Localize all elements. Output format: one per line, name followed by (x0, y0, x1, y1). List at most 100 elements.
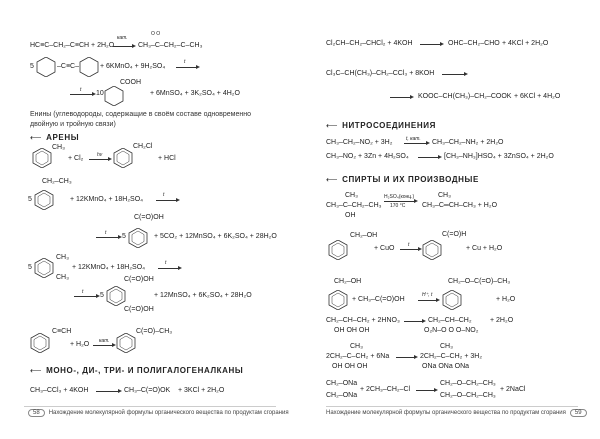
arrow-icon (93, 343, 116, 347)
arrow-icon (156, 198, 180, 202)
arrow-icon (158, 266, 182, 270)
benzene-ring-icon (34, 190, 54, 210)
eq9-rhs: CH₂–CH–CH₂ (428, 317, 472, 324)
eq11-r1: CH₂–O–CH₂–CH₃ (440, 380, 496, 387)
page-number: 58 (28, 409, 45, 417)
arrow-icon (390, 95, 414, 99)
arrow-icon (404, 141, 430, 145)
eq11-l1: CH₂–ONa (326, 380, 358, 387)
benzene-ring-icon (30, 333, 50, 353)
arrow-icon (420, 42, 444, 46)
eq11-l2: CH₂–ONa (326, 392, 358, 399)
eq6-rhs: + 5CO₂ + 12MnSO₄ + 6K₂SO₄ + 28H₂O (154, 233, 277, 240)
eq10-rhs: 2CH₂–C–CH₂ + 3H₂ (420, 353, 483, 360)
eq5-rhs: [CH₃–NH₃]HSO₄ + 3ZnSO₄ + 2H₂O (444, 153, 554, 160)
eq2-mid: –C≡C– (57, 63, 79, 70)
page-number: 59 (569, 409, 587, 417)
eq1-tail: + 4KCl + 2H₂O (502, 40, 549, 47)
section-heading-alcohols: ⟵СПИРТЫ И ИХ ПРОИЗВОДНЫЕ (326, 175, 479, 184)
benzene-ring-icon (422, 240, 442, 260)
eq9-rbot: O₂N–O O O–NO₂ (424, 327, 479, 334)
eq8-rhs: + H₂O (496, 296, 516, 303)
benzene-ring-icon (128, 228, 148, 248)
eq8-sub2: CH₂–O–C(=O)–CH₃ (448, 278, 511, 285)
eq9-cond: кат. (99, 338, 110, 344)
arrow-icon (176, 65, 200, 69)
footer-text: Нахождение молекулярной формулы органиче… (48, 410, 289, 416)
arrow-icon (418, 155, 442, 159)
eq6-cond: t (105, 230, 107, 236)
eq4-cond: hν (97, 152, 103, 158)
eq6-bottom: OH (345, 212, 356, 219)
arrow-icon (396, 355, 418, 359)
eq2-cond: t (184, 59, 186, 65)
arrow-icon (400, 247, 422, 251)
benzene-ring-icon (328, 290, 348, 310)
eq7-rhs: + Cu + H₂O (466, 245, 503, 252)
eq7-sub2: C(=O)H (442, 231, 467, 238)
benzene-ring-icon (113, 148, 133, 168)
eq7-cond: t (408, 242, 410, 248)
left-page: O O HC≡C–CH₂–C≡CH + 2H₂O кат. CH₃–C–CH₂–… (24, 31, 289, 417)
benzene-ring-icon (328, 240, 348, 260)
eq6-rhs: CH₃–C═CH–CH₃ + H₂O (422, 202, 498, 209)
eq7-mid: + CuO (374, 245, 395, 252)
eq6-coef: 5 (122, 233, 126, 240)
eq1-lhs: HC≡C–CH₂–C≡CH + 2H₂O (30, 42, 115, 49)
eq10-rbot: ONa ONa ONa (422, 363, 470, 370)
eq7-sub1: CH₃ (56, 254, 69, 261)
eq3-rhs: + 6MnSO₄ + 3K₂SO₄ + 4H₂O (150, 90, 240, 97)
eq7-sub1: CH₂–OH (350, 232, 378, 239)
eq3-cond: t (80, 87, 82, 93)
eq8-sub1: CH₂–OH (334, 278, 362, 285)
eq5-cond: t (163, 192, 165, 198)
eq9-sub2: C(=O)–CH₃ (136, 328, 173, 335)
arrow-icon (418, 298, 440, 302)
eq10-rhs: CH₃–C(=O)OK (124, 387, 171, 394)
eq4-rhs: + HCl (158, 155, 176, 162)
cyclohexane-ring-icon (36, 57, 56, 77)
eq8-cond: t (82, 289, 84, 295)
eq2-rhs: + 6KMnO₄ + 9H₂SO₄ (100, 63, 166, 70)
section-heading-nitro: ⟵НИТРОСОЕДИНЕНИЯ (326, 121, 436, 130)
eq7-sub2: CH₃ (56, 274, 69, 281)
eq4-cond: t, кат. (406, 136, 421, 142)
eq9-lbot: OH OH OH (334, 327, 370, 334)
eq6-cond-temp: 170 °C (390, 203, 406, 209)
eq5-sub: CH₂–CH₃ (42, 178, 72, 185)
arrow-icon (442, 72, 468, 76)
eq2-coef: 5 (30, 63, 34, 70)
eq5-coef: 5 (28, 196, 32, 203)
cyclohexane-ring-icon (104, 86, 124, 106)
benzene-ring-icon (442, 290, 462, 310)
arrow-icon (96, 389, 122, 393)
benzene-ring-icon (106, 286, 126, 306)
enynes-note: Енины (углеводороды, содержащие в своём … (30, 111, 251, 128)
eq9-lhs: CH₂–CH–CH₂ + 2HNO₃ (326, 317, 400, 324)
eq10-lhs: CH₃–CCl₃ + 4KOH (30, 387, 89, 394)
eq1-cond: кат. (117, 35, 128, 41)
eq3-sub: COOH (120, 79, 141, 86)
benzene-ring-icon (116, 333, 136, 353)
eq8-mid: + CH₃–C(=O)OH (352, 296, 405, 303)
right-page: Cl₂CH–CH₂–CHCl₂ + 4KOH OHC–CH₂–CHO + 4KC… (300, 0, 600, 439)
eq5-lhs: CH₃–NO₂ + 3Zn + 4H₂SO₄ (326, 153, 409, 160)
eq10-lhs: 2CH₂–C–CH₂ + 6Na (326, 353, 390, 360)
eq9-mid: + H₂O (70, 341, 90, 348)
arrow-icon (70, 92, 96, 96)
eq7-rhs: + 12KMnO₄ + 18H₂SO₄ (72, 264, 146, 271)
eq6-rtop: CH₃ (438, 192, 451, 199)
footer-text: Нахождение молекулярной формулы органиче… (326, 410, 566, 416)
eq6-sub: C(=O)OH (134, 214, 164, 221)
eq1-lhs: Cl₂CH–CH₂–CHCl₂ + 4KOH (326, 40, 413, 47)
eq11-r2: CH₂–O–CH₂–CH₃ (440, 392, 496, 399)
eq3-rhs: KOOC–CH(CH₃)–CH₂–COOK (418, 93, 512, 100)
arrow-icon (416, 388, 438, 392)
arrow-icon (384, 199, 418, 203)
eq9-sub1: C≡CH (52, 328, 72, 335)
eq1-rhs: CH₃–C–CH₂–C–CH₃ (138, 42, 203, 49)
eq11-tail: + 2NaCl (500, 386, 526, 393)
arrow-icon (404, 319, 426, 323)
eq8-coef: 5 (100, 292, 104, 299)
arrow-icon (113, 44, 136, 48)
